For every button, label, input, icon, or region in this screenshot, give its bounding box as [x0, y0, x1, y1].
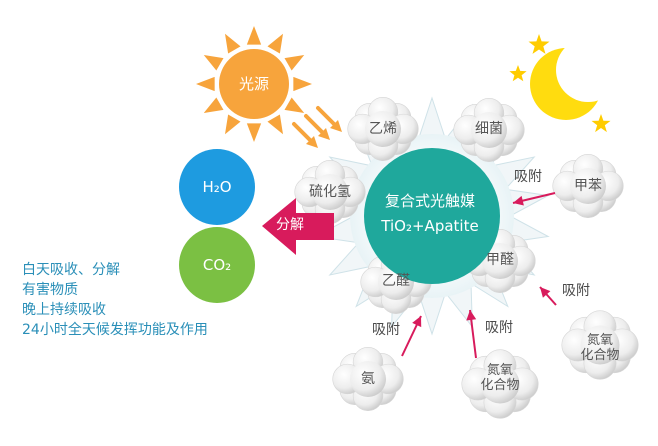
molecule-core	[482, 243, 518, 279]
sun-ray	[225, 114, 241, 135]
cloud-toluene	[552, 154, 624, 218]
catalyst-title: 复合式光触媒	[384, 192, 475, 210]
water-label: H₂O	[202, 178, 232, 196]
adsorb-arrow-nox-right	[539, 286, 557, 306]
star-icon	[509, 65, 527, 82]
pollutant-nox-bottom: 氮氧 化合物	[480, 363, 520, 393]
sun-disc	[219, 49, 289, 119]
light-ray-arrow	[304, 114, 330, 140]
cloud-nox-bottom	[461, 349, 539, 419]
co2-label: CO₂	[202, 256, 232, 274]
description-line: 白天吸收、分解	[22, 262, 120, 278]
molecule-core	[480, 364, 520, 404]
water-disc	[179, 149, 255, 225]
star-icon	[591, 114, 611, 133]
sun-icon	[196, 26, 312, 142]
light-ray-head	[330, 120, 342, 132]
decompose-label: 分解	[276, 217, 304, 233]
adsorb-label-ammonia: 吸附	[372, 322, 400, 338]
light-ray-arrow	[292, 122, 318, 148]
pollutant-ethylene: 乙烯	[369, 121, 397, 137]
sun-ray	[196, 76, 215, 92]
moon-icon	[530, 38, 620, 120]
sun-ray	[284, 97, 305, 113]
pollutant-bacteria: 细菌	[475, 121, 503, 137]
co2-disc	[179, 227, 255, 303]
molecule-core	[350, 361, 386, 397]
pollutant-toluene: 甲苯	[574, 178, 602, 194]
sun-ray	[246, 123, 262, 142]
cloud-ethylene	[347, 97, 419, 161]
adsorb-arrow-head	[466, 310, 477, 321]
star-icon	[528, 34, 550, 54]
moon-shadow	[556, 38, 620, 102]
cloud-nox-right	[561, 310, 639, 380]
light-ray-shaft	[316, 106, 338, 128]
adsorb-arrow-toluene	[512, 192, 556, 206]
description-line: 有害物质	[22, 282, 78, 298]
sun-ray	[267, 33, 283, 54]
pollutant-formaldehyde: 甲醛	[486, 252, 514, 268]
adsorb-arrow-head	[513, 195, 524, 206]
sun-ray	[203, 55, 224, 71]
catalyst-subtitle: TiO₂+Apatite	[381, 217, 479, 235]
light-ray-shaft	[304, 114, 326, 136]
molecule-core	[580, 325, 620, 365]
adsorb-arrow-ammonia	[401, 315, 422, 357]
adsorb-arrow-nox-bottom	[466, 309, 477, 359]
catalyst-disc	[364, 148, 500, 284]
sun-ray	[284, 55, 305, 71]
light-ray-head	[318, 128, 330, 140]
pollutant-acetaldehyde: 乙醛	[382, 273, 410, 289]
adsorb-arrow-head	[540, 287, 551, 298]
light-ray-head	[306, 136, 318, 148]
cloud-bacteria	[453, 98, 525, 162]
pollutant-hydrogen-sulfide: 硫化氢	[309, 184, 351, 200]
cloud-hydrogen-sulfide	[294, 160, 366, 224]
molecule-core	[471, 112, 507, 148]
molecule-core	[570, 168, 606, 204]
sun-ray	[225, 33, 241, 54]
description-line: 晚上持续吸收	[22, 302, 106, 318]
pollutant-ammonia: 氨	[361, 371, 375, 387]
sun-ray	[293, 76, 312, 92]
light-ray-arrow	[316, 106, 342, 132]
adsorb-label-nox-bottom: 吸附	[485, 320, 513, 336]
adsorb-label-toluene: 吸附	[514, 169, 542, 185]
molecule-core	[365, 111, 401, 147]
adsorb-arrow-head	[412, 316, 422, 328]
sun-ray	[267, 114, 283, 135]
sun-ray	[203, 97, 224, 113]
light-ray-shaft	[292, 122, 314, 144]
light-source-label: 光源	[238, 75, 269, 93]
pollutant-nox-right: 氮氧 化合物	[580, 333, 620, 363]
description-block: 白天吸收、分解 有害物质 晚上持续吸收 24小时全天候发挥功能及作用	[22, 260, 208, 340]
adsorb-label-nox-right: 吸附	[562, 283, 590, 299]
cloud-ammonia	[332, 347, 404, 411]
sun-ray	[246, 26, 262, 45]
molecule-core	[312, 174, 348, 210]
description-line: 24小时全天候发挥功能及作用	[22, 322, 208, 338]
decompose-arrow	[262, 198, 334, 255]
